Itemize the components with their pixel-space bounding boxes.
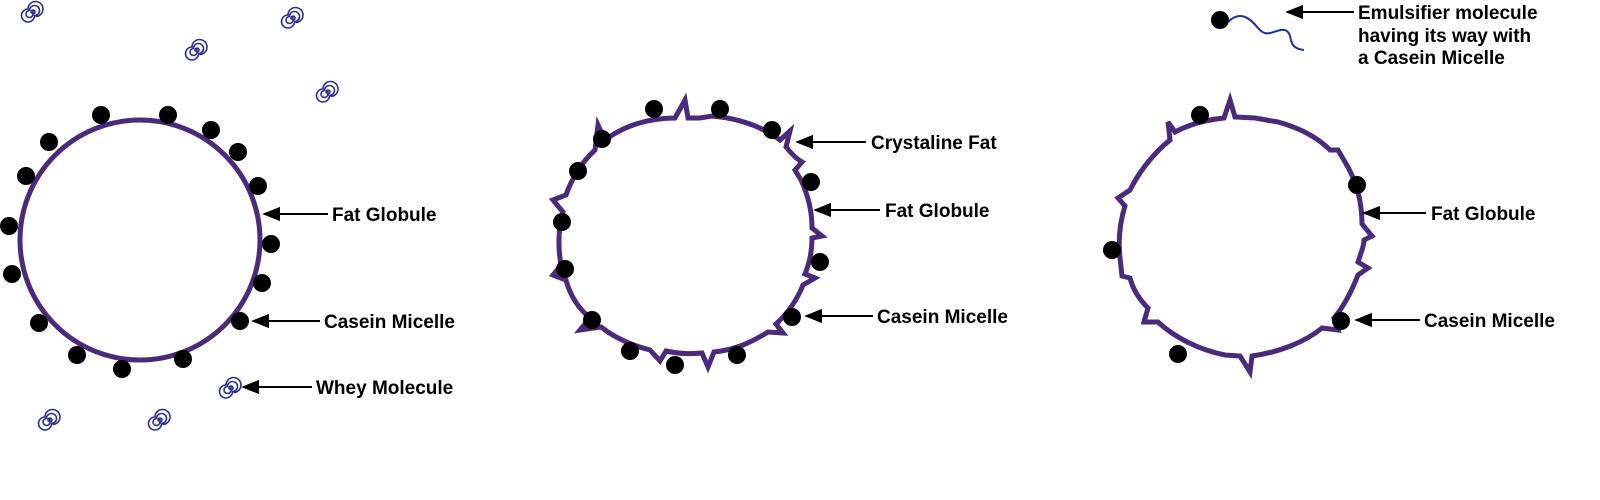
casein-micelle-icon <box>783 308 801 326</box>
panel-2: Crystaline Fat Fat Globule Casein Micell… <box>548 92 1008 374</box>
casein-micelle-icon <box>113 360 131 378</box>
casein-micelle-icon <box>1103 241 1121 259</box>
casein-micelle-icon <box>1348 176 1366 194</box>
casein-micelle-icon <box>802 173 820 191</box>
panel-3: Emulsifier molecule having its way with … <box>1103 3 1555 380</box>
fat-globule-crystalline <box>548 92 828 374</box>
casein-micelle-icon <box>1332 312 1350 330</box>
casein-micelle-icon <box>202 121 220 139</box>
casein-micelle-icon <box>92 106 110 124</box>
casein-micelle-icon <box>569 162 587 180</box>
casein-micelle-label: Casein Micelle <box>1424 311 1555 332</box>
panel-1: Fat Globule Casein Micelle Whey Molecule <box>0 0 455 431</box>
casein-micelle-icon <box>811 253 829 271</box>
emulsifier-tail <box>1227 14 1305 51</box>
casein-micelle-icon <box>0 217 18 235</box>
casein-micelle-icon <box>68 346 86 364</box>
casein-micelle-icon <box>645 100 663 118</box>
casein-micelle-icon <box>253 274 271 292</box>
fat-globule-label: Fat Globule <box>332 205 437 226</box>
casein-micelle-icon <box>174 350 192 368</box>
fat-globule-label: Fat Globule <box>1431 204 1536 225</box>
casein-micelle-icon <box>583 311 601 329</box>
casein-micelle-label: Casein Micelle <box>877 307 1008 328</box>
whey-spiral-icon <box>37 408 61 431</box>
crystaline-fat-label: Crystaline Fat <box>871 133 997 154</box>
whey-spiral-icon <box>280 6 304 29</box>
casein-micelle-icon <box>556 260 574 278</box>
casein-micelle-icon <box>159 106 177 124</box>
casein-micelle-icon <box>728 346 746 364</box>
emulsifier-label-line2: having its way with <box>1358 26 1531 47</box>
fat-globule <box>17 117 263 363</box>
whey-molecule-label: Whey Molecule <box>316 378 453 399</box>
emulsifier-label-line3: a Casein Micelle <box>1358 48 1505 69</box>
whey-spiral-icon <box>218 376 242 399</box>
casein-micelle-icon <box>262 235 280 253</box>
fat-globule-crystalline <box>1114 91 1376 380</box>
casein-micelle-icon <box>249 177 267 195</box>
whey-spiral-icon <box>184 38 208 61</box>
casein-micelle-icon <box>711 100 729 118</box>
casein-micelle-icon <box>621 342 639 360</box>
casein-micelle-icon <box>17 167 35 185</box>
casein-micelles <box>553 100 829 374</box>
casein-micelle-label: Casein Micelle <box>324 312 455 333</box>
casein-micelle-icon <box>40 133 58 151</box>
fat-globule-label: Fat Globule <box>885 201 990 222</box>
casein-micelle-icon <box>3 265 21 283</box>
casein-micelle-icon <box>30 314 48 332</box>
casein-micelle-icon <box>229 143 247 161</box>
casein-micelle-icon <box>231 312 249 330</box>
casein-micelle-icon <box>1191 106 1209 124</box>
casein-micelle-icon <box>666 356 684 374</box>
casein-micelle-icon <box>1169 345 1187 363</box>
emulsifier-head <box>1211 11 1229 29</box>
emulsifier-label-line1: Emulsifier molecule <box>1358 3 1538 24</box>
casein-micelle-icon <box>553 213 571 231</box>
emulsifier-molecule-icon <box>1211 11 1305 51</box>
casein-micelle-icon <box>593 130 611 148</box>
casein-micelles <box>0 106 280 378</box>
whey-spiral-icon <box>315 80 339 103</box>
casein-micelles <box>1103 106 1366 363</box>
casein-micelle-icon <box>763 121 781 139</box>
whey-spiral-icon <box>20 0 44 23</box>
whey-spiral-icon <box>147 408 171 431</box>
